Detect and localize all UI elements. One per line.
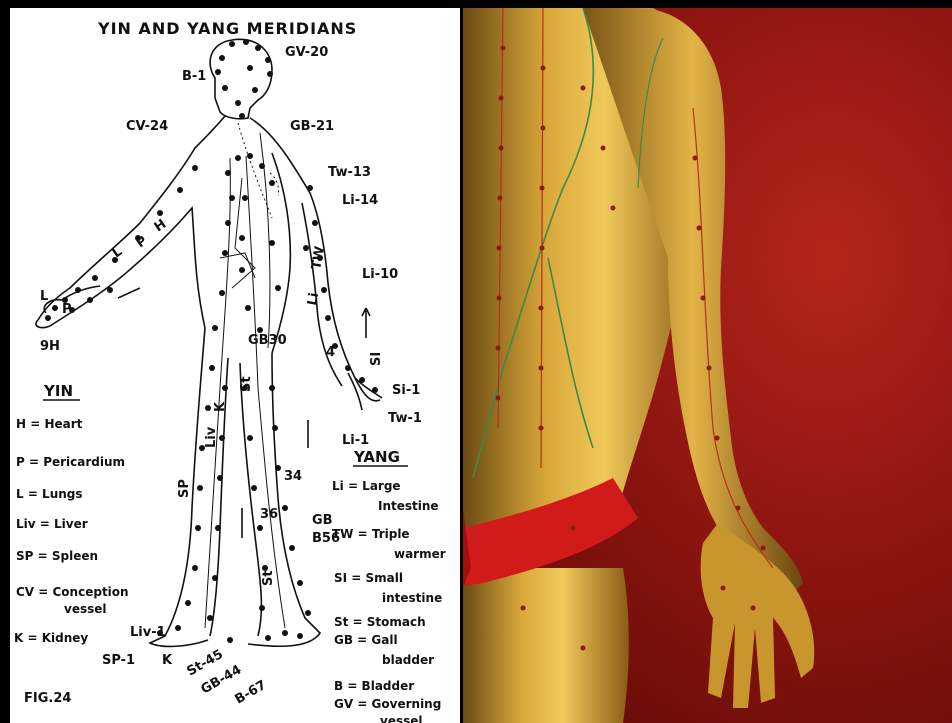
yin-item: CV = Conception <box>16 585 129 599</box>
label-gv20: GV-20 <box>285 45 328 60</box>
meridian-letter-l-hand: L <box>40 289 48 304</box>
acupuncture-mannequin-icon <box>463 8 952 723</box>
label-sp1: SP-1 <box>102 653 135 668</box>
meridian-letter-liv: Liv <box>204 426 219 448</box>
label-9h: 9H <box>40 339 60 354</box>
meridian-letter-k: K <box>213 401 228 412</box>
yin-item: L = Lungs <box>16 487 83 501</box>
label-b67: B-67 <box>233 678 269 708</box>
label-tw13: Tw-13 <box>328 165 371 180</box>
label-36: 36 <box>260 507 278 522</box>
figure-label: FIG.24 <box>24 691 71 706</box>
label-liv1: Liv-1 <box>130 625 166 640</box>
yang-item: warmer <box>394 547 446 561</box>
yang-item: vessel <box>380 714 423 723</box>
yin-item: K = Kidney <box>14 631 88 645</box>
meridian-diagram-panel: YIN AND YANG MERIDIANS <box>10 8 460 723</box>
meridian-letter-l: L <box>110 244 125 261</box>
yin-item: SP = Spleen <box>16 549 98 563</box>
label-34: 34 <box>284 469 302 484</box>
yang-item: GB = Gall <box>334 633 398 647</box>
label-li14: Li-14 <box>342 193 378 208</box>
yin-legend: YIN H = Heart P = Pericardium L = Lungs … <box>14 382 129 645</box>
acupuncture-model-photo <box>463 8 952 723</box>
meridian-letter-tw: TW <box>309 245 328 270</box>
label-4: 4 <box>326 345 335 360</box>
label-si1: Si-1 <box>392 383 420 398</box>
yang-item: bladder <box>382 653 434 667</box>
meridian-letter-h: H <box>152 217 170 236</box>
yang-legend: YANG Li = Large Intestine TW = Triple wa… <box>332 448 446 723</box>
yang-item: intestine <box>382 591 442 605</box>
yin-heading: YIN <box>43 382 73 400</box>
meridian-letter-p-hand: P <box>62 302 72 317</box>
meridian-letter-p: P <box>134 234 150 252</box>
yang-heading: YANG <box>353 448 400 466</box>
yang-item: TW = Triple <box>332 527 410 541</box>
diagram-title: YIN AND YANG MERIDIANS <box>97 19 357 38</box>
label-b1: B-1 <box>182 69 206 84</box>
label-gb21: GB-21 <box>290 119 334 134</box>
label-k: K <box>162 653 173 668</box>
meridian-letter-st: St <box>239 376 254 392</box>
yang-item: Li = Large <box>332 479 401 493</box>
meridian-letter-li: Li <box>305 292 322 307</box>
yin-item: P = Pericardium <box>16 455 125 469</box>
meridian-diagram: YIN AND YANG MERIDIANS <box>10 8 460 723</box>
yin-item: Liv = Liver <box>16 517 88 531</box>
yang-item: SI = Small <box>334 571 403 585</box>
yin-item: H = Heart <box>16 417 83 431</box>
label-li10: Li-10 <box>362 267 398 282</box>
yang-item: B = Bladder <box>334 679 414 693</box>
label-gb30: GB30 <box>248 333 287 348</box>
label-tw1: Tw-1 <box>388 411 422 426</box>
yang-item: St = Stomach <box>334 615 426 629</box>
label-gb: GB <box>312 513 333 528</box>
meridian-letter-si: SI <box>369 352 384 366</box>
yin-item: vessel <box>64 602 107 616</box>
meridian-letter-sp: SP <box>177 479 192 498</box>
yang-item: Intestine <box>378 499 439 513</box>
label-cv24: CV-24 <box>126 119 168 134</box>
meridian-letter-st-leg: St <box>261 570 276 586</box>
yang-item: GV = Governing <box>334 697 441 711</box>
label-li1: Li-1 <box>342 433 369 448</box>
